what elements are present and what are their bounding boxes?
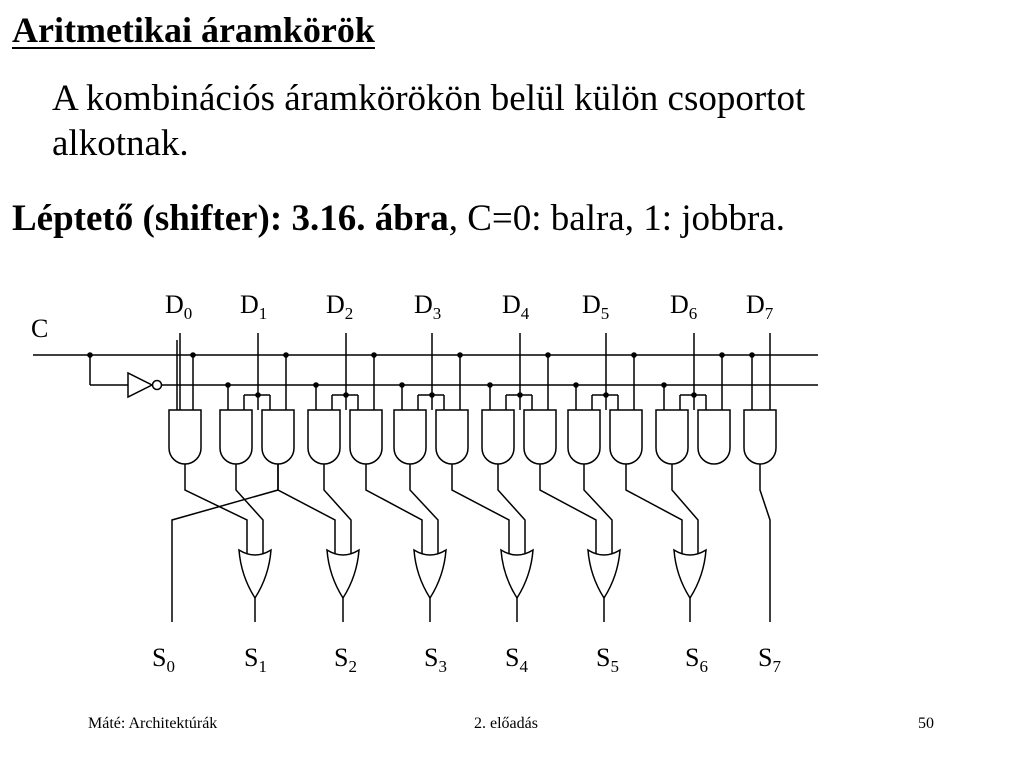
inverter-bubble [151, 379, 163, 391]
junction-dot [573, 382, 579, 388]
junction-dot [457, 352, 463, 358]
crossover-wire [184, 464, 248, 555]
junction-dot [661, 382, 667, 388]
crossover-wire [235, 464, 264, 555]
input-label-d2: D2 [326, 290, 353, 323]
crossover-wire [277, 464, 336, 555]
junction-dot [225, 382, 231, 388]
or-gate-6 [673, 548, 707, 600]
crossover-wire [365, 464, 423, 555]
circuit-gates [127, 371, 777, 600]
input-label-d0: D0 [165, 290, 192, 323]
crossover-wire [671, 464, 699, 555]
or-gate-4 [500, 548, 534, 600]
or-gate-1 [238, 548, 272, 600]
junction-dot [545, 352, 551, 358]
input-label-d5: D5 [582, 290, 609, 323]
and-gate-right-7 [743, 409, 777, 465]
slide-title: Aritmetikai áramkörök [12, 10, 375, 50]
output-label-s4: S4 [505, 643, 528, 676]
and-gate-left-6 [655, 409, 689, 465]
inverter-gate [127, 371, 154, 399]
intro-line-1: A kombinációs áramkörökön belül külön cs… [52, 78, 806, 119]
shifter-heading: Léptető (shifter): 3.16. ábra [12, 198, 449, 239]
crossover-wire [497, 464, 526, 555]
and-gate-right-3 [435, 409, 469, 465]
and-gate-left-1 [219, 409, 253, 465]
junction-dot [487, 382, 493, 388]
junction-dot [343, 392, 349, 398]
and-gate-right-1 [261, 409, 295, 465]
output-label-s0: S0 [152, 643, 175, 676]
and-gate-right-4 [523, 409, 557, 465]
junction-dot [603, 392, 609, 398]
crossover-wire [625, 464, 683, 555]
or-gate-2 [326, 548, 360, 600]
intro-paragraph: A kombinációs áramkörökön belül külön cs… [52, 76, 1002, 166]
input-label-d6: D6 [670, 290, 697, 323]
and-gate-left-0 [168, 409, 202, 465]
output-label-s1: S1 [244, 643, 267, 676]
output-label-s5: S5 [596, 643, 619, 676]
junction-dot [190, 352, 196, 358]
input-label-d3: D3 [414, 290, 441, 323]
output-wire-s7 [759, 464, 771, 622]
footer-lecture: 2. előadás [474, 715, 538, 732]
junction-dots [87, 352, 755, 398]
junction-dot [691, 392, 697, 398]
input-label-d4: D4 [502, 290, 530, 323]
input-label-d1: D1 [240, 290, 267, 323]
junction-dot [371, 352, 377, 358]
output-wire-s0 [171, 464, 279, 622]
or-gate-3 [413, 548, 447, 600]
and-gate-right-6 [697, 409, 731, 465]
junction-dot [429, 392, 435, 398]
junction-dot [719, 352, 725, 358]
and-gate-left-4 [481, 409, 515, 465]
crossover-wire [539, 464, 597, 555]
footer-author: Máté: Architektúrák [88, 715, 218, 732]
control-label: C [31, 314, 48, 343]
junction-dot [283, 352, 289, 358]
and-gate-right-5 [609, 409, 643, 465]
junction-dot [313, 382, 319, 388]
crossover-wire [409, 464, 439, 555]
junction-dot [631, 352, 637, 358]
shifter-description: Léptető (shifter): 3.16. ábra, C=0: balr… [12, 200, 785, 237]
shifter-direction-text: , C=0: balra, 1: jobbra. [448, 198, 786, 239]
junction-dot [517, 392, 523, 398]
crossover-wire [323, 464, 352, 555]
crossover-wire [583, 464, 613, 555]
and-gate-left-2 [307, 409, 341, 465]
junction-dot [749, 352, 755, 358]
input-label-d7: D7 [746, 290, 774, 323]
junction-dot [399, 382, 405, 388]
intro-line-2: alkotnak. [52, 123, 189, 165]
and-gate-left-3 [393, 409, 427, 465]
junction-dot [255, 392, 261, 398]
output-label-s6: S6 [685, 643, 708, 676]
footer-page-number: 50 [918, 715, 934, 732]
junction-dot [87, 352, 93, 358]
output-label-s3: S3 [424, 643, 447, 676]
output-label-s2: S2 [334, 643, 357, 676]
output-label-s7: S7 [758, 643, 781, 676]
and-gate-left-5 [567, 409, 601, 465]
crossover-wire [451, 464, 510, 555]
and-gate-right-2 [349, 409, 383, 465]
or-gate-5 [587, 548, 621, 600]
